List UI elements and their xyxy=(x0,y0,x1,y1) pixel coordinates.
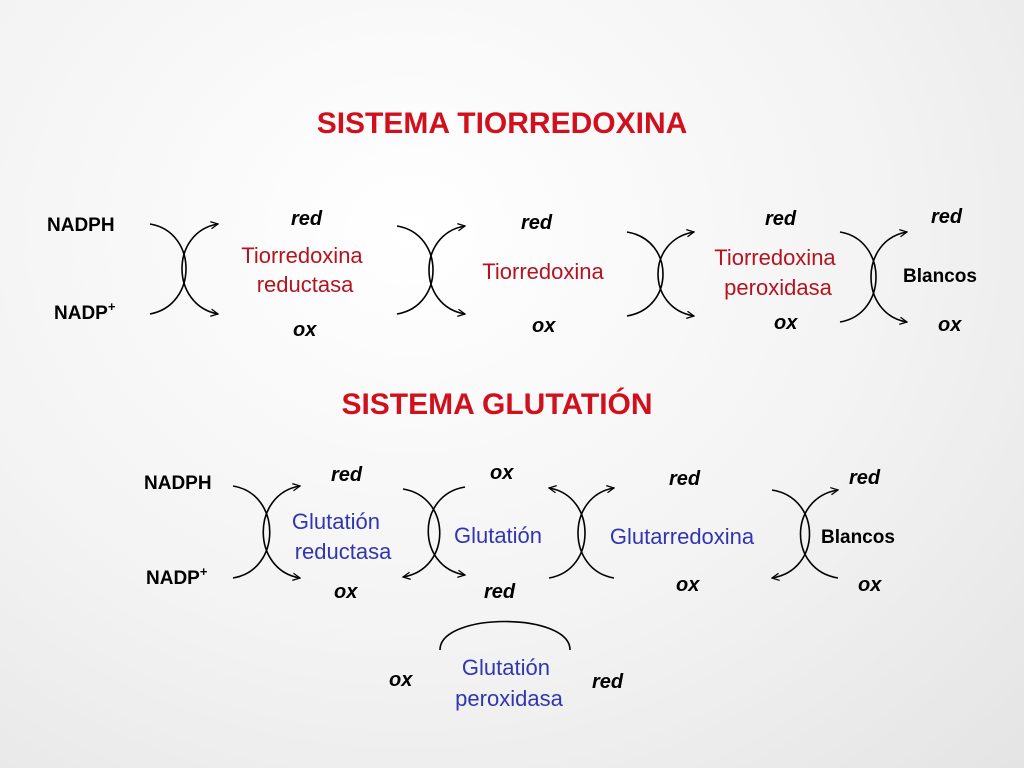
tpx-reduction-arc xyxy=(657,232,694,316)
glutaredoxin-label: Glutarredoxina xyxy=(610,524,755,549)
nadp-label: NADP+ xyxy=(54,299,116,324)
gr-ox-label: ox xyxy=(334,581,358,603)
g-targets-label: Blancos xyxy=(821,527,895,548)
tpx-oxidation-arc xyxy=(839,231,877,323)
gsh-reduction-arc xyxy=(427,486,465,575)
nadp-superscript: + xyxy=(108,299,116,314)
thioredoxin-label: Tiorredoxina xyxy=(482,259,604,284)
g-nadph-label: NADPH xyxy=(144,473,212,494)
g-nadp-text: NADP xyxy=(146,568,200,589)
targets-ox-label: ox xyxy=(938,314,962,336)
gr-reduction-arc xyxy=(262,486,300,578)
nadph-oxidation-arc xyxy=(149,223,187,315)
glutathione-peroxidase-label: Glutatión peroxidasa xyxy=(455,655,563,711)
gsh-oxidation-arc xyxy=(549,488,586,579)
trx-red-label: red xyxy=(521,212,553,234)
g-targets-red-label: red xyxy=(849,467,881,489)
gpx-arc xyxy=(439,620,571,651)
g-targets-reduction-arc xyxy=(799,490,839,579)
tr-oxidation-arc xyxy=(396,225,434,315)
trx-ox-label: ox xyxy=(532,315,556,337)
gr-red-label: red xyxy=(331,464,363,486)
glutathione-reductase-label: Glutatión reductasa xyxy=(292,509,392,564)
targets-reduction-arc xyxy=(870,232,907,322)
g-nadp-label: NADP+ xyxy=(146,564,208,589)
targets-label: Blancos xyxy=(903,266,977,287)
trx-reduction-arc xyxy=(428,226,465,314)
thioredoxin-peroxidase-label: Tiorredoxina peroxidasa xyxy=(714,245,842,300)
nadp-text: NADP xyxy=(54,303,108,324)
nadph-label: NADPH xyxy=(47,215,115,236)
gpx-red-label: red xyxy=(592,671,624,693)
grx-ox-label: ox xyxy=(676,574,700,596)
glutathione-title: SISTEMA GLUTATIÓN xyxy=(341,387,652,421)
grx-oxidation-arc xyxy=(772,489,811,578)
tpx-red-label: red xyxy=(765,208,797,230)
grx-red-label: red xyxy=(669,468,701,490)
thioredoxin-reductase-label: Tiorredoxina reductasa xyxy=(241,243,369,297)
tr-red-label: red xyxy=(291,208,323,230)
g-nadp-superscript: + xyxy=(200,564,208,579)
thioredoxin-title: SISTEMA TIORREDOXINA xyxy=(317,107,688,140)
g-nadph-oxidation-arc xyxy=(232,485,271,579)
gsh-ox-label: ox xyxy=(490,462,514,484)
tr-reduction-arc xyxy=(181,224,218,314)
targets-red-label: red xyxy=(931,206,963,228)
gr-oxidation-arc xyxy=(403,488,441,577)
tr-ox-label: ox xyxy=(293,319,317,341)
tpx-ox-label: ox xyxy=(774,312,798,334)
grx-reduction-arc xyxy=(577,488,614,579)
gpx-ox-label: ox xyxy=(389,669,413,691)
g-targets-ox-label: ox xyxy=(858,574,882,596)
gsh-red-label: red xyxy=(484,581,516,603)
trx-oxidation-arc xyxy=(626,231,664,317)
glutathione-label: Glutatión xyxy=(454,523,542,548)
